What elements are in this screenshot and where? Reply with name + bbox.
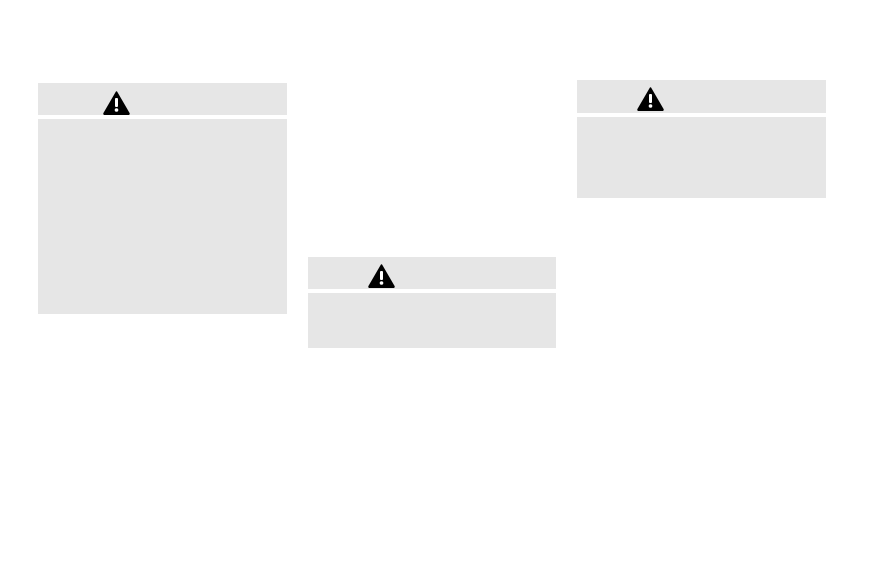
warning-triangle-icon <box>637 87 664 111</box>
warning-body <box>308 293 556 348</box>
warning-header <box>38 83 287 115</box>
warning-box-right <box>577 80 826 198</box>
warning-box-middle <box>308 257 556 348</box>
warning-body <box>577 117 826 198</box>
warning-header <box>577 80 826 113</box>
warning-body <box>38 119 287 314</box>
warning-triangle-icon <box>103 91 130 115</box>
warning-triangle-icon <box>368 264 395 288</box>
warning-box-left <box>38 83 287 314</box>
warning-header <box>308 257 556 289</box>
